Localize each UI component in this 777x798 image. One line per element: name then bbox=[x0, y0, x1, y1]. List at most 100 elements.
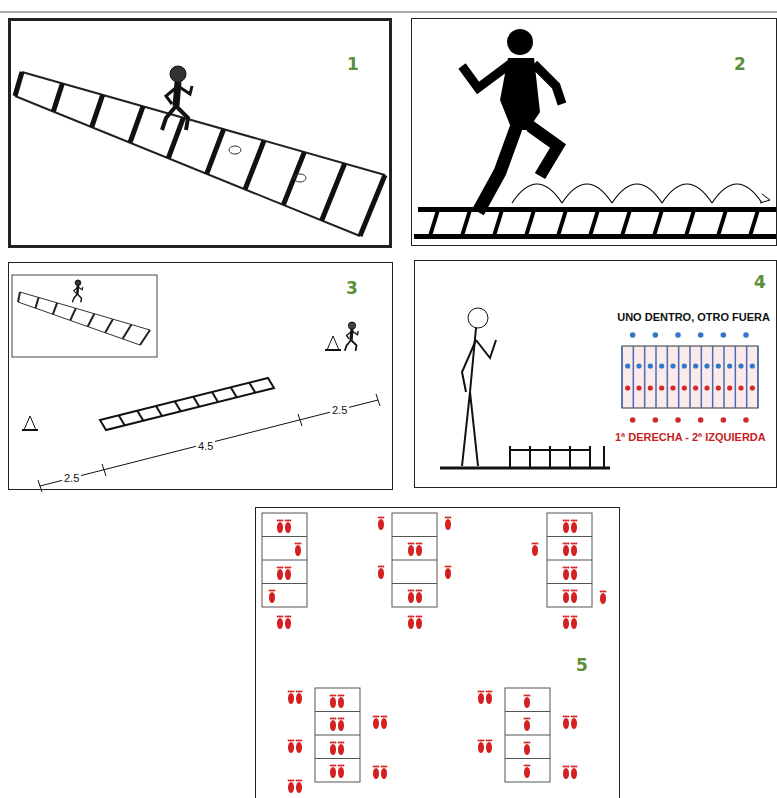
footprint-toe bbox=[292, 740, 294, 742]
footprint-toe bbox=[567, 716, 569, 718]
footprint-toe bbox=[528, 695, 530, 697]
head bbox=[75, 280, 81, 286]
dimension-tick bbox=[38, 480, 42, 492]
red-dot bbox=[743, 417, 749, 423]
footprint bbox=[571, 718, 577, 729]
inset-frame bbox=[12, 275, 157, 357]
top-rule bbox=[0, 12, 777, 13]
ladder-rung bbox=[430, 210, 438, 236]
ladder-rung bbox=[462, 210, 470, 236]
hop-arc bbox=[562, 184, 612, 203]
footprint bbox=[338, 744, 344, 755]
runner-leg bbox=[478, 128, 516, 212]
hop-arc bbox=[612, 184, 662, 203]
inset-rung bbox=[140, 330, 150, 345]
blue-dot bbox=[648, 363, 653, 368]
leg bbox=[176, 106, 188, 130]
caption-text: 1ª DERECHA - 2ª IZQUIERDA bbox=[615, 431, 766, 444]
ladder-scene bbox=[15, 66, 385, 236]
ladder-rung bbox=[558, 210, 566, 236]
ladder-post bbox=[589, 446, 591, 468]
footprint bbox=[571, 522, 577, 533]
inset-rung bbox=[18, 292, 20, 302]
red-dot bbox=[625, 385, 630, 390]
runner-arm bbox=[534, 64, 562, 104]
footprint bbox=[563, 718, 569, 729]
panel-number: 3 bbox=[346, 279, 358, 299]
blue-dot bbox=[625, 363, 630, 368]
blue-dot bbox=[675, 332, 681, 338]
footprint bbox=[288, 782, 294, 793]
footprint-toe bbox=[567, 543, 569, 545]
stick-body bbox=[470, 328, 476, 392]
red-dot bbox=[653, 417, 659, 423]
mini-rung bbox=[262, 560, 307, 561]
blue-dot bbox=[738, 363, 743, 368]
ladder-rung bbox=[686, 210, 694, 236]
hop-arc bbox=[662, 184, 712, 203]
footprint bbox=[288, 742, 294, 753]
footprint-toe bbox=[334, 742, 336, 744]
footprint bbox=[338, 697, 344, 708]
footprint-toe bbox=[528, 718, 530, 720]
ladder-rung bbox=[53, 83, 62, 111]
blue-dot bbox=[636, 363, 641, 368]
footprint-toe bbox=[299, 543, 301, 545]
footprint-toe bbox=[575, 616, 577, 618]
pattern-rung bbox=[689, 346, 691, 408]
footprint bbox=[478, 693, 484, 704]
footprint-toe bbox=[575, 716, 577, 718]
course-scene bbox=[12, 275, 380, 492]
footprint bbox=[378, 568, 384, 579]
footprint bbox=[408, 592, 414, 603]
red-dot bbox=[716, 385, 721, 390]
red-dot bbox=[670, 385, 675, 390]
blue-dot bbox=[716, 363, 721, 368]
arm bbox=[166, 86, 178, 104]
stick-head bbox=[468, 308, 488, 328]
footprint bbox=[563, 522, 569, 533]
mini-rung bbox=[547, 560, 592, 561]
footprint bbox=[381, 768, 387, 779]
mini-ladder bbox=[505, 688, 550, 782]
mini-ladder bbox=[262, 513, 307, 607]
footprint bbox=[416, 592, 422, 603]
footprint-toe bbox=[420, 616, 422, 618]
ladder-rung bbox=[231, 387, 237, 397]
footprint-toe bbox=[382, 566, 384, 568]
inset-rung bbox=[70, 308, 75, 320]
footprint-toe bbox=[342, 695, 344, 697]
footprint bbox=[445, 519, 451, 530]
mini-rung bbox=[392, 560, 437, 561]
panel-box: 5 bbox=[255, 507, 620, 798]
footprint-toe bbox=[300, 780, 302, 782]
footprint-toe bbox=[528, 765, 530, 767]
red-dot bbox=[727, 385, 732, 390]
ladder-post bbox=[549, 446, 551, 468]
blue-dot bbox=[698, 332, 704, 338]
mini-rung bbox=[392, 536, 437, 537]
ground-line bbox=[440, 467, 610, 470]
ladder-rung bbox=[654, 210, 662, 236]
blue-dot bbox=[743, 332, 749, 338]
footprint-toe bbox=[567, 766, 569, 768]
mini-rung bbox=[505, 758, 550, 759]
footprint bbox=[296, 693, 302, 704]
footprint bbox=[378, 519, 384, 530]
ladder-rung bbox=[156, 406, 162, 416]
footprint bbox=[285, 569, 291, 580]
panel-box: 4UNO DENTRO, OTRO FUERA1ª DERECHA - 2ª I… bbox=[414, 260, 777, 488]
footprint bbox=[563, 768, 569, 779]
footprint bbox=[571, 545, 577, 556]
ladder-rung bbox=[193, 397, 199, 407]
pattern-rung bbox=[723, 346, 725, 408]
footprint bbox=[478, 742, 484, 753]
blue-dot bbox=[721, 332, 727, 338]
pattern-rung bbox=[735, 346, 737, 408]
footprint-toe bbox=[567, 567, 569, 569]
pattern-rung bbox=[655, 346, 657, 408]
ladder-rung bbox=[718, 210, 726, 236]
pattern-scene bbox=[440, 308, 758, 468]
arm bbox=[74, 287, 78, 293]
